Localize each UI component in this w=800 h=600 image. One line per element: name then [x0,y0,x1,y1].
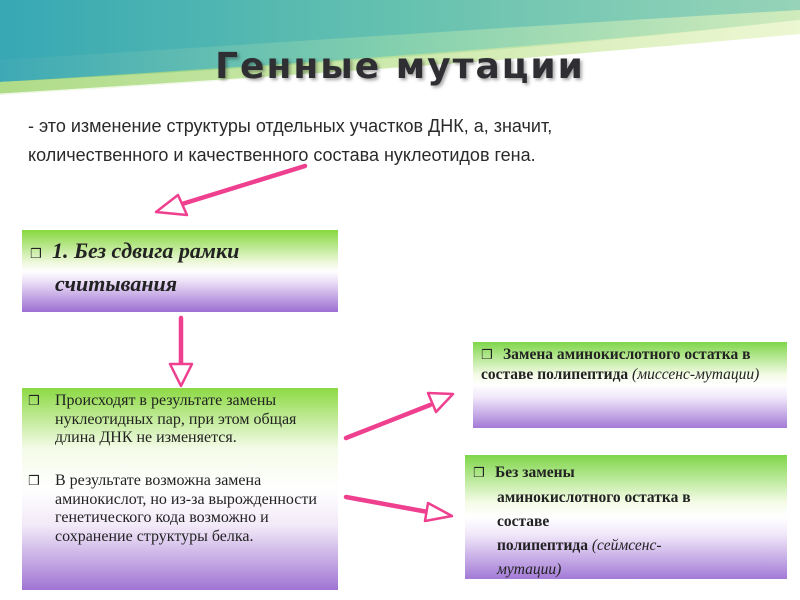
causes-bullet-2-text: В результате возможна замена аминокислот… [55,472,317,545]
arrow-causes-to-missense [343,402,433,441]
frame-shift-title: ❒ 1. Без сдвига рамки [30,238,239,264]
samesense-line-2: аминокислотного остатка в [497,489,691,506]
missense-bold-text: Замена аминокислотного остатка в составе… [481,346,751,383]
arrow-definition-to-frame-shift [179,163,308,207]
causes-bullet-1-text: Происходят в результате замены нуклеотид… [55,392,297,446]
frame-shift-line-1: 1. Без сдвига рамки [52,238,240,263]
bullet-box-icon: ❒ [28,394,40,409]
bullet-box-icon: ❒ [30,247,42,262]
causes-bullet-1: ❒ Происходят в результате замены нуклеот… [28,392,333,446]
header-swoosh-decoration [0,0,800,97]
definition-text: - это изменение структуры отдельных учас… [28,112,728,170]
samesense-line-1: Без замены [495,464,575,481]
causes-bullet-2: ❒ В результате возможна замена аминокисл… [28,472,333,545]
bullet-box-icon: ❒ [481,348,493,363]
samesense-line-3: составе [497,513,550,530]
samesense-line-5: мутации) [497,561,562,578]
samesense-line-4-italic: (сеймсенс- [591,537,662,554]
frame-shift-box: ❒ 1. Без сдвига рамки считывания [22,230,338,312]
frame-shift-line-2: считывания [55,271,178,296]
definition-line-2: количественного и качественного состава … [28,145,536,165]
samesense-text: ❒ Без замены аминокислотного остатка в со… [473,461,783,582]
arrowhead-1 [154,193,189,217]
causes-box: ❒ Происходят в результате замены нуклеот… [22,388,338,590]
missense-box: ❒Замена аминокислотного остатка в состав… [473,342,787,428]
bullet-box-icon: ❒ [28,474,40,489]
bullet-box-icon: ❒ [473,466,485,481]
samesense-line-4-bold: полипептида [497,537,588,554]
arrowhead-4 [423,501,454,523]
missense-text: ❒Замена аминокислотного остатка в состав… [481,345,781,384]
arrowhead-2 [168,362,194,388]
page-title: Генные мутации [215,46,585,87]
arrow-causes-to-samesense [343,494,431,515]
samesense-line-4: полипептида (сеймсенс- [473,534,783,558]
missense-italic-text: (миссенс-мутации) [632,366,760,383]
definition-line-1: - это изменение структуры отдельных учас… [28,116,553,136]
arrowhead-3 [426,391,455,414]
samesense-box: ❒ Без замены аминокислотного остатка в со… [465,455,787,579]
